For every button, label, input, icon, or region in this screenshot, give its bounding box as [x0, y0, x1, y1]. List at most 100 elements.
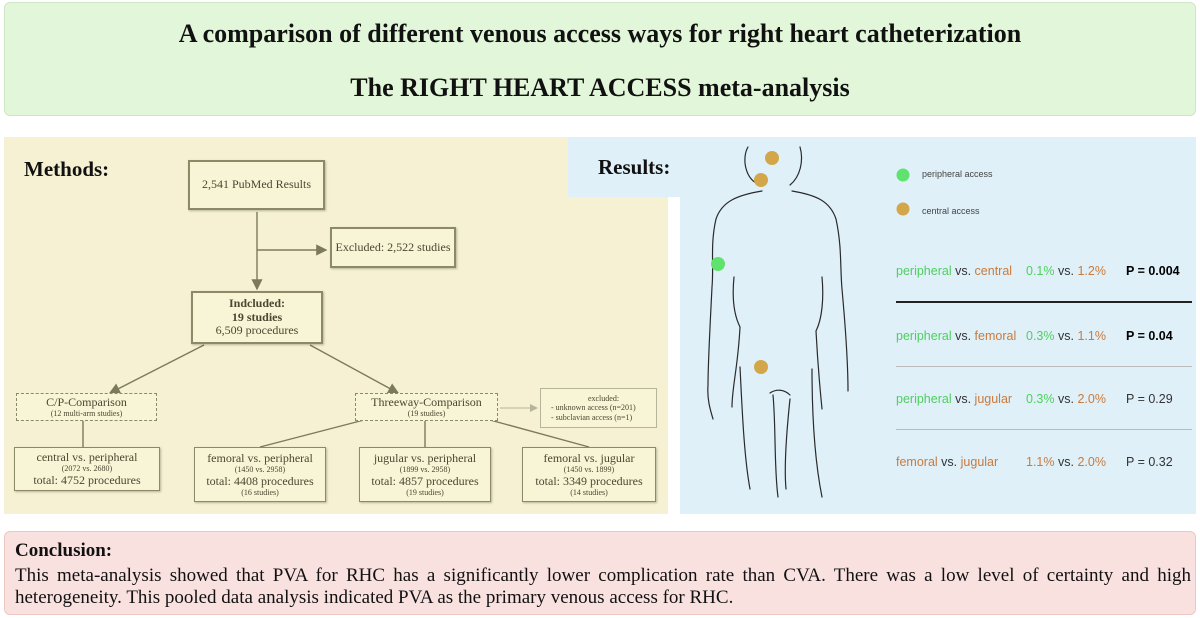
row1-p: P = 0.004 — [1126, 264, 1180, 278]
cp-title: C/P-Comparison — [46, 394, 127, 409]
right-torso — [815, 276, 824, 410]
peripheral-dot-arm — [711, 257, 725, 271]
divider-2 — [896, 366, 1192, 367]
results-label: Results: — [598, 155, 671, 179]
result-row-1: peripheral vs. central — [896, 264, 1012, 278]
threeway-title: Threeway-Comparison — [371, 394, 482, 409]
methods-panel: Methods: 2,541 PubMed Results Excluded: … — [4, 137, 668, 514]
body-figure — [707, 146, 849, 498]
fp-counts: (1450 vs. 2958) — [234, 465, 286, 475]
central-dot-neck-1 — [765, 151, 779, 165]
conclusion-text: This meta-analysis showed that PVA for R… — [15, 565, 1191, 608]
results-panel: peripheral access central access periphe… — [680, 137, 1196, 514]
excluded-text: Excluded: 2,522 studies — [335, 239, 451, 254]
right-leg-inner — [784, 398, 791, 490]
pubmed-text: 2,541 PubMed Results — [201, 177, 311, 192]
result-row-2-values: 0.3% vs. 1.1% — [1026, 329, 1106, 343]
row2-pb: 1.1% — [1077, 329, 1106, 343]
result-row-1-values: 0.1% vs. 1.2% — [1026, 264, 1106, 278]
row2-pa: 0.3% — [1026, 329, 1055, 343]
header-banner: A comparison of different venous access … — [4, 2, 1196, 116]
legend-peripheral-text: peripheral access — [922, 169, 993, 179]
row4-pb: 2.0% — [1077, 455, 1106, 469]
included-procedures: 6,509 procedures — [215, 323, 299, 338]
fj-total: total: 3349 procedures — [535, 473, 643, 488]
divider-1 — [896, 301, 1192, 303]
fj-studies: (14 studies) — [570, 488, 608, 498]
threeway-note: (19 studies) — [407, 409, 446, 419]
fp-studies: (16 studies) — [241, 488, 279, 498]
results-tab: Results: — [568, 137, 686, 197]
included-box: Indcluded: 19 studies 6,509 procedures — [191, 291, 323, 344]
row4-p: P = 0.32 — [1126, 455, 1173, 469]
legend-central-text: central access — [922, 206, 980, 216]
excluded-box: Excluded: 2,522 studies — [330, 227, 456, 268]
result-row-4: femoral vs. jugular — [896, 455, 998, 469]
cp-result-title: central vs. peripheral — [36, 449, 138, 464]
row2-a: peripheral — [896, 329, 952, 343]
conclusion-label: Conclusion: — [15, 540, 113, 561]
row3-vs: vs. — [955, 392, 972, 406]
threeway-comparison-box: Threeway-Comparison (19 studies) — [355, 393, 498, 421]
jugular-peripheral-box: jugular vs. peripheral (1899 vs. 2958) t… — [359, 447, 491, 502]
crotch — [769, 389, 791, 396]
pubmed-box: 2,541 PubMed Results — [188, 160, 325, 210]
row2-b: femoral — [974, 329, 1017, 343]
cp-note: (12 multi-arm studies) — [50, 409, 123, 419]
line-three-fem — [259, 419, 365, 448]
row3-a: peripheral — [896, 392, 952, 406]
jp-title: jugular vs. peripheral — [373, 450, 477, 465]
row4-a: femoral — [896, 455, 938, 469]
fp-total: total: 4408 procedures — [206, 473, 314, 488]
fj-counts: (1450 vs. 1899) — [563, 465, 615, 475]
line-three-fj — [489, 419, 590, 448]
excluded2-line2: - subclavian access (n=1) — [551, 412, 633, 422]
cp-result-counts: (2072 vs. 2680) — [61, 464, 113, 474]
row4-vs: vs. — [941, 455, 958, 469]
row3-pa: 0.3% — [1026, 392, 1055, 406]
excluded2-line1: - unknown access (n=201) — [551, 403, 636, 413]
row3-b: jugular — [974, 392, 1013, 406]
excluded2-title: excluded: — [587, 394, 620, 404]
subtitle: The RIGHT HEART ACCESS meta-analysis — [350, 73, 850, 102]
row3-p: P = 0.29 — [1126, 392, 1173, 406]
jp-counts: (1899 vs. 2958) — [399, 465, 451, 475]
row3-pb: 2.0% — [1077, 392, 1106, 406]
left-leg-outer — [739, 366, 751, 490]
row1-pb: 1.2% — [1077, 264, 1106, 278]
row3-vs2: vs. — [1057, 392, 1074, 406]
row1-vs2: vs. — [1057, 264, 1074, 278]
result-row-2: peripheral vs. femoral — [896, 329, 1016, 343]
row1-pa: 0.1% — [1026, 264, 1055, 278]
result-row-4-values: 1.1% vs. 2.0% — [1026, 455, 1106, 469]
central-dot-femoral — [754, 360, 768, 374]
row2-vs2: vs. — [1057, 329, 1074, 343]
row1-a: peripheral — [896, 264, 952, 278]
flow-arrows — [82, 212, 590, 448]
included-studies: 19 studies — [231, 309, 283, 324]
femoral-jugular-box: femoral vs. jugular (1450 vs. 1899) tota… — [522, 447, 656, 502]
conclusion-panel: Conclusion: This meta-analysis showed th… — [4, 531, 1196, 615]
fp-title: femoral vs. peripheral — [207, 450, 313, 465]
main-title: A comparison of different venous access … — [178, 19, 1022, 48]
arrow-threeway — [309, 344, 400, 394]
left-arm-outer — [707, 190, 763, 420]
jp-studies: (19 studies) — [406, 488, 444, 498]
left-torso — [731, 276, 741, 408]
right-arm-outer — [791, 190, 849, 392]
right-leg-outer — [811, 368, 823, 498]
jp-total: total: 4857 procedures — [371, 473, 479, 488]
cp-comparison-box: C/P-Comparison (12 multi-arm studies) — [16, 393, 157, 421]
legend-central-dot — [896, 202, 910, 216]
central-peripheral-box: central vs. peripheral (2072 vs. 2680) t… — [14, 447, 160, 491]
row1-vs: vs. — [955, 264, 972, 278]
row4-b: jugular — [960, 455, 999, 469]
row4-vs2: vs. — [1057, 455, 1074, 469]
central-dot-neck-2 — [754, 173, 768, 187]
fj-title: femoral vs. jugular — [543, 450, 635, 465]
row2-vs: vs. — [955, 329, 972, 343]
arrow-cp — [108, 344, 205, 394]
legend-markers — [896, 168, 910, 216]
head-right — [789, 146, 803, 186]
result-row-3: peripheral vs. jugular — [896, 392, 1012, 406]
